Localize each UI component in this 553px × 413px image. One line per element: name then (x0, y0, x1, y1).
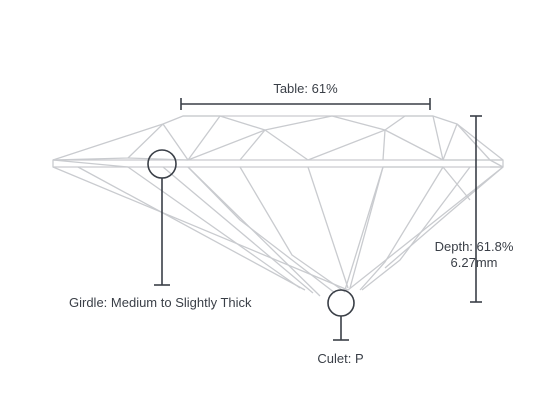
girdle-label: Girdle: Medium to Slightly Thick (69, 295, 252, 310)
culet-callout (327, 289, 355, 341)
diamond-outline (52, 115, 504, 291)
table-label: Table: 61% (273, 81, 338, 96)
depth-mm-label: 6.27mm (450, 255, 498, 270)
culet-label: Culet: P (317, 351, 364, 366)
depth-dimension-bracket (470, 115, 482, 303)
girdle-callout (147, 149, 177, 286)
depth-percent-label: Depth: 61.8% (434, 239, 514, 254)
pavilion-facets (77, 166, 504, 297)
depth-label-group: Depth: 61.8% 6.27mm (420, 239, 528, 271)
table-dimension-bracket (180, 98, 431, 110)
crown-facets (52, 115, 504, 168)
